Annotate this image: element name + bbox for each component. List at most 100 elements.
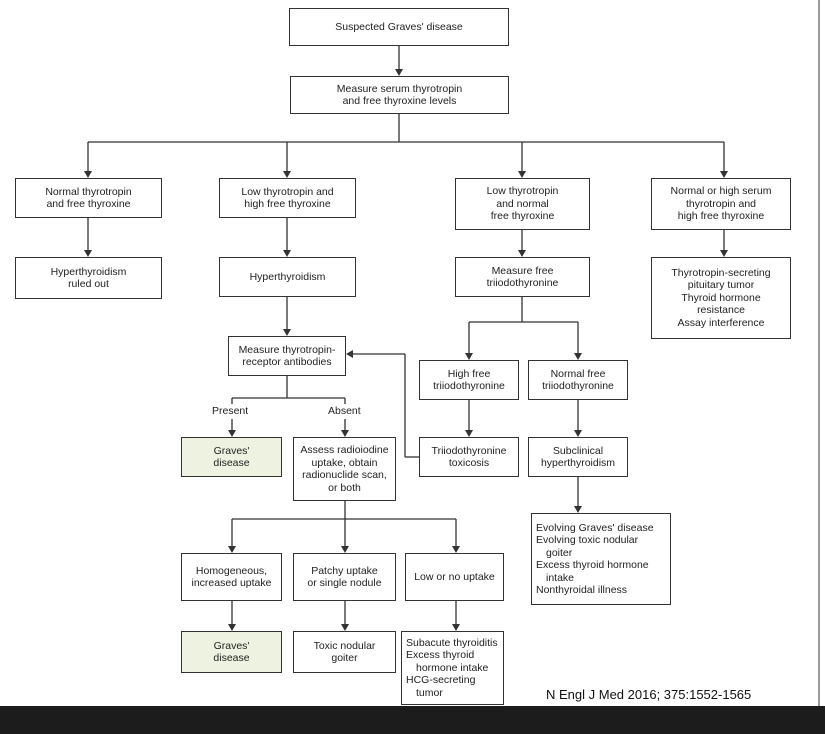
arrowhead-down bbox=[452, 546, 460, 553]
node-text-line: hormone intake bbox=[416, 661, 489, 674]
node-text-line: Hyperthyroidism bbox=[50, 265, 127, 278]
node-text-line: goiter bbox=[546, 546, 573, 559]
arrowhead-down bbox=[518, 171, 526, 178]
node-text-line: Subclinical bbox=[552, 444, 604, 457]
edge-label-absent: Absent bbox=[328, 405, 361, 417]
node-text-line: Suspected Graves' disease bbox=[335, 20, 463, 33]
node-text-line: Evolving Graves' disease bbox=[536, 521, 654, 534]
node-text-line: Low or no uptake bbox=[414, 570, 495, 583]
node-text-line: pituitary tumor bbox=[687, 279, 755, 292]
node-text-line: High free bbox=[447, 367, 491, 380]
arrowhead-down bbox=[452, 624, 460, 631]
node-graves-1: Graves'disease bbox=[181, 437, 282, 477]
node-text-line: Graves' bbox=[213, 639, 250, 652]
node-text-line: triiodothyronine bbox=[486, 277, 559, 289]
node-suspected: Suspected Graves' disease bbox=[289, 8, 509, 46]
node-text-line: or single nodule bbox=[307, 577, 382, 589]
node-text-line: disease bbox=[213, 652, 250, 664]
node-text-line: free thyroxine bbox=[490, 210, 555, 223]
node-text-line: high free thyroxine bbox=[244, 198, 331, 210]
arrowhead-down bbox=[720, 250, 728, 257]
arrowhead-down bbox=[228, 624, 236, 631]
node-text-line: radionuclide scan, bbox=[302, 469, 387, 481]
arrowhead-down bbox=[84, 171, 92, 178]
node-text-line: Excess thyroid hormone bbox=[536, 559, 649, 571]
arrowhead-down bbox=[574, 430, 582, 437]
node-text-line: goiter bbox=[331, 652, 358, 664]
node-text-line: receptor antibodies bbox=[242, 356, 332, 368]
node-text-line: high free thyroxine bbox=[677, 210, 765, 223]
arrowhead-down bbox=[84, 250, 92, 257]
arrowhead-down bbox=[518, 250, 526, 257]
node-text-line: or both bbox=[328, 481, 361, 494]
arrowhead-down bbox=[283, 250, 291, 257]
node-text-line: Measure free bbox=[491, 264, 554, 277]
arrowhead-down bbox=[465, 353, 473, 360]
node-text-line: Assay interference bbox=[677, 316, 765, 329]
node-text-line: HCG-secreting bbox=[406, 674, 476, 687]
node-text-line: Hyperthyroidism bbox=[249, 270, 326, 283]
arrowhead-down bbox=[720, 171, 728, 178]
node-text-line: and free thyroxine levels bbox=[342, 95, 457, 107]
node-text-line: Low thyrotropin and bbox=[241, 185, 334, 198]
arrowhead-down bbox=[341, 430, 349, 437]
node-text-line: tumor bbox=[416, 686, 443, 699]
node-text-line: disease bbox=[213, 457, 250, 469]
node-homogeneous: Homogeneous,increased uptake bbox=[181, 553, 282, 601]
node-text-line: Homogeneous, bbox=[195, 564, 268, 577]
arrowhead-down bbox=[341, 546, 349, 553]
node-text-line: Thyroid hormone bbox=[681, 291, 761, 304]
arrowhead-down bbox=[574, 353, 582, 360]
node-text-line: Normal or high serum bbox=[670, 185, 772, 198]
edge-label-present: Present bbox=[212, 405, 249, 417]
node-measure-trab: Measure thyrotropin-receptor antibodies bbox=[228, 336, 346, 376]
node-text-line: Assess radioiodine bbox=[300, 444, 389, 456]
node-text-line: Evolving toxic nodular bbox=[536, 534, 639, 546]
node-text-line: Triiodothyronine bbox=[431, 444, 507, 457]
node-text-line: Measure thyrotropin- bbox=[238, 343, 336, 356]
node-text-line: uptake, obtain bbox=[311, 456, 378, 469]
arrowhead-left bbox=[346, 350, 353, 358]
node-text-line: increased uptake bbox=[191, 577, 272, 589]
node-text-line: triiodothyronine bbox=[433, 380, 505, 392]
arrowhead-down bbox=[228, 430, 236, 437]
node-text-line: Patchy uptake bbox=[311, 564, 378, 577]
node-text-line: ruled out bbox=[68, 278, 109, 290]
node-text-line: Subacute thyroiditis bbox=[406, 636, 498, 649]
right-border bbox=[818, 0, 820, 706]
node-text-line: Nonthyroidal illness bbox=[536, 584, 628, 596]
node-text-line: and free thyroxine bbox=[46, 198, 131, 210]
node-graves-2: Graves'disease bbox=[181, 631, 282, 673]
node-text-line: Normal thyrotropin bbox=[45, 185, 132, 198]
arrowhead-down bbox=[341, 624, 349, 631]
node-text-line: thyrotropin and bbox=[685, 197, 757, 210]
node-hyperthyroidism: Hyperthyroidism bbox=[219, 257, 356, 297]
node-text-line: toxicosis bbox=[448, 457, 490, 469]
node-text-line: Normal free bbox=[550, 367, 606, 380]
arrowhead-down bbox=[574, 506, 582, 513]
node-text-line: Excess thyroid bbox=[406, 649, 475, 662]
arrowhead-down bbox=[465, 430, 473, 437]
node-text-line: Low thyrotropin bbox=[486, 185, 559, 198]
node-low-uptake: Low or no uptake bbox=[405, 553, 504, 601]
node-text-line: triiodothyronine bbox=[542, 380, 614, 392]
node-text-line: and normal bbox=[496, 197, 549, 210]
